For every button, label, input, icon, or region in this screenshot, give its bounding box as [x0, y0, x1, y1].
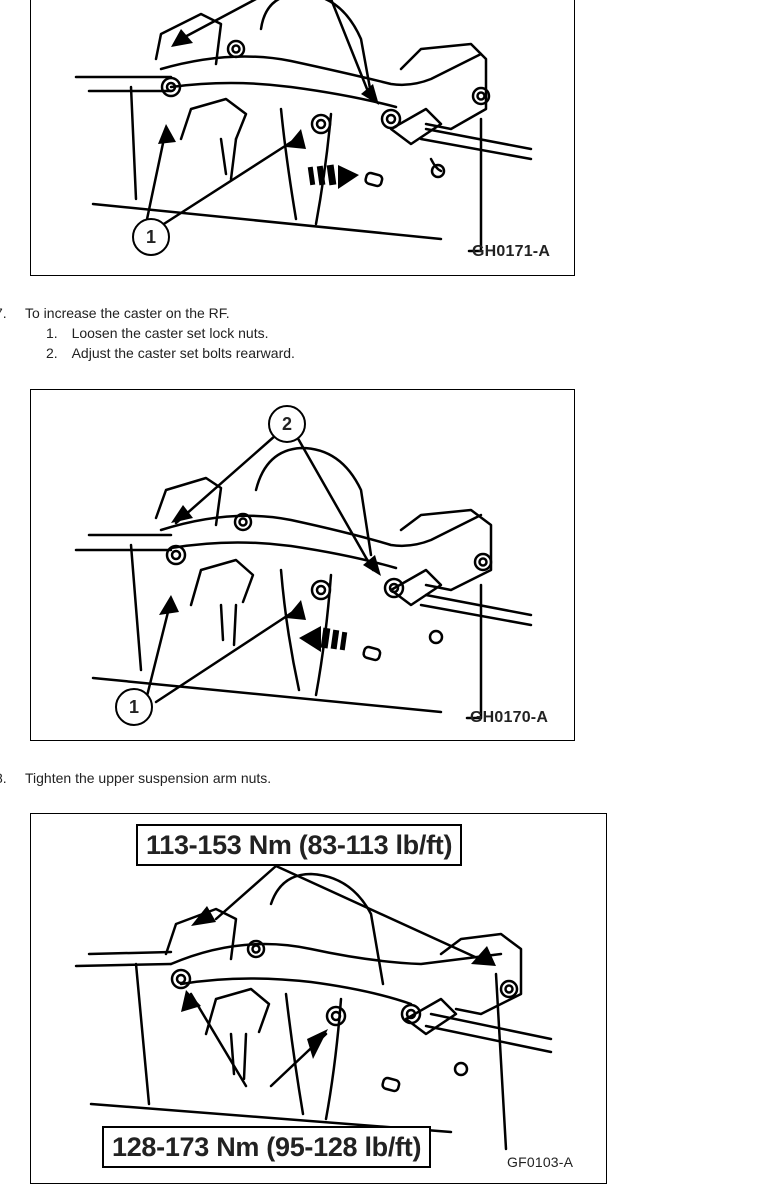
step-number: 7. — [0, 305, 7, 321]
substep-text: Loosen the caster set lock nuts. — [71, 325, 269, 341]
substep-text: Adjust the caster set bolts rearward. — [71, 345, 295, 361]
figure-id: GH0171-A — [472, 243, 551, 260]
step-number: 8. — [0, 770, 7, 786]
substep-1: 1. Loosen the caster set lock nuts. — [46, 324, 268, 342]
torque-spec-lower: 128-173 Nm (95-128 lb/ft) — [102, 1126, 432, 1168]
figure-id: GH0170-A — [470, 709, 549, 726]
figure-gh0170: 2 1 GH0170-A — [30, 389, 575, 741]
step-text: To increase the caster on the RF. — [25, 305, 230, 321]
figure-gh0171: 1 GH0171-A — [30, 0, 575, 276]
figure-id: GF0103-A — [507, 1154, 574, 1170]
suspension-illustration — [74, 864, 553, 1151]
suspension-illustration — [74, 433, 533, 720]
torque-spec-upper: 113-153 Nm (83-113 lb/ft) — [136, 824, 463, 866]
callout-1: 1 — [132, 218, 170, 256]
suspension-illustration — [74, 0, 533, 253]
substep-2: 2. Adjust the caster set bolts rearward. — [46, 344, 295, 362]
figure-gf0103: 113-153 Nm (83-113 lb/ft) 128-173 Nm (95… — [30, 813, 607, 1184]
step-text: Tighten the upper suspension arm nuts. — [25, 770, 272, 786]
substep-number: 1. — [46, 325, 58, 341]
substep-number: 2. — [46, 345, 58, 361]
callout-2: 2 — [268, 405, 306, 443]
callout-1: 1 — [115, 688, 153, 726]
